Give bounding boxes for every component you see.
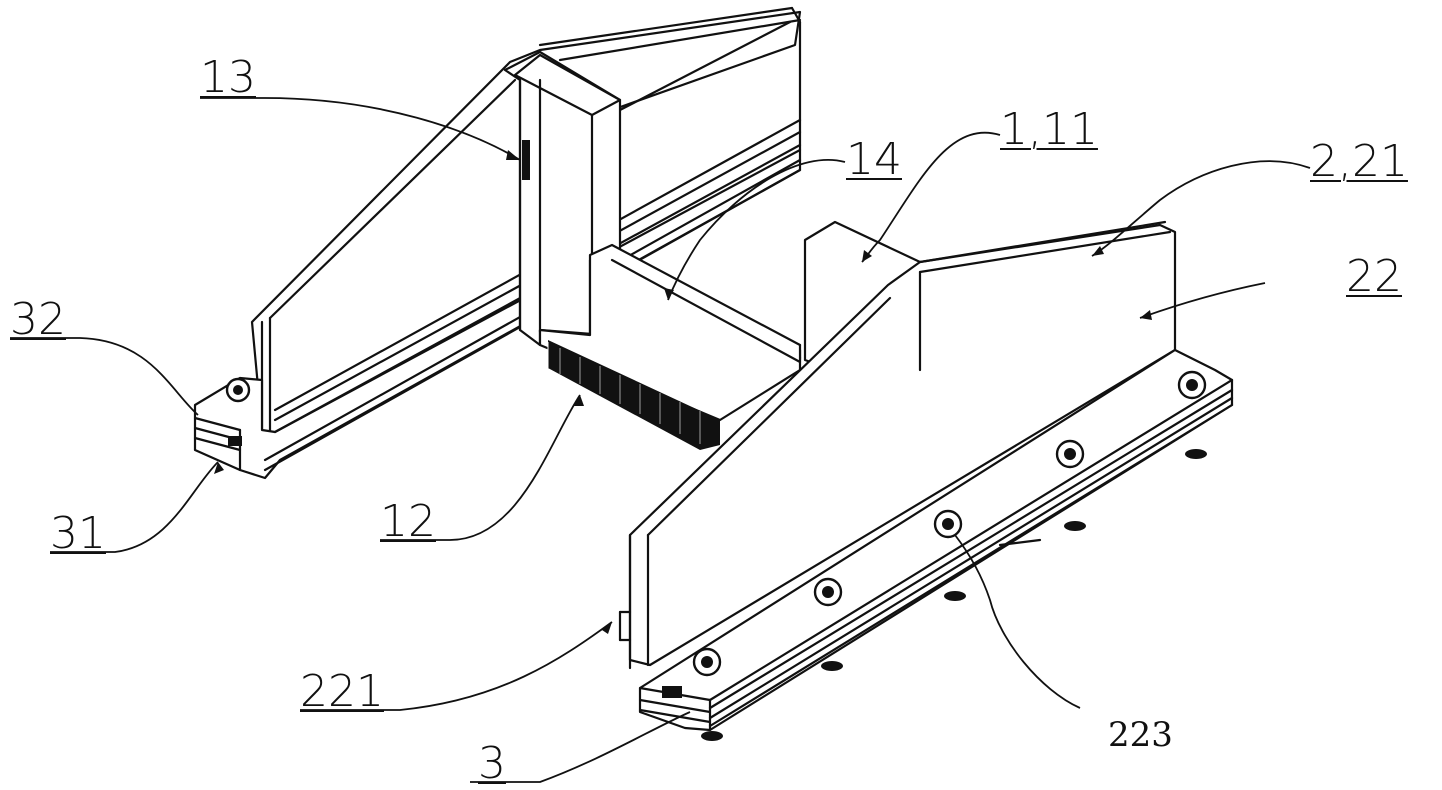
label-1-11: 1,11 (1000, 104, 1098, 155)
label-12: 12 (380, 496, 436, 547)
label-223: 223 (1108, 715, 1173, 755)
bolt-row (692, 370, 1207, 677)
label-2-21: 2,21 (1310, 136, 1408, 187)
label-31: 31 (50, 508, 106, 559)
label-14: 14 (846, 134, 902, 185)
leader-lines (10, 97, 1311, 783)
brush-strip (547, 340, 720, 450)
foot-row (701, 449, 1207, 741)
label-221: 221 (300, 666, 384, 717)
label-22: 22 (1346, 251, 1402, 302)
right-fin-plate (618, 220, 1177, 670)
label-3: 3 (478, 738, 506, 789)
label-13: 13 (200, 52, 256, 103)
label-32: 32 (10, 294, 66, 345)
central-l-bracket (503, 50, 802, 450)
left-base-rail (193, 118, 802, 480)
right-base-rail (638, 348, 1234, 741)
